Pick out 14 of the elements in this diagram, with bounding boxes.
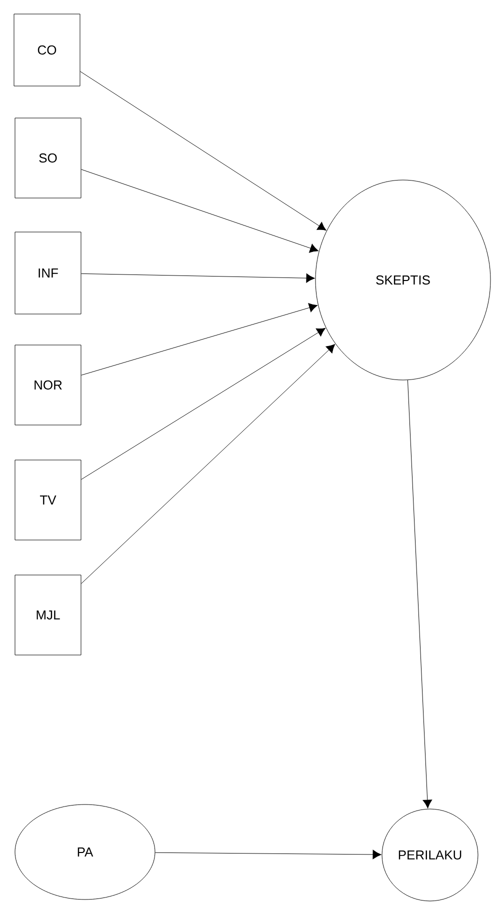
arrow <box>81 328 326 480</box>
variable-box: NOR <box>14 344 82 426</box>
variable-box: INF <box>14 232 82 314</box>
arrow <box>81 169 319 253</box>
arrow <box>81 344 336 584</box>
arrow <box>80 71 326 231</box>
variable-box: SO <box>14 118 82 198</box>
variable-box: CO <box>14 14 80 86</box>
variable-box: TV <box>14 460 82 540</box>
arrow <box>81 303 318 376</box>
arrow <box>81 273 315 283</box>
variable-box: MJL <box>14 574 82 656</box>
arrow <box>407 380 432 808</box>
arrow <box>155 850 382 860</box>
